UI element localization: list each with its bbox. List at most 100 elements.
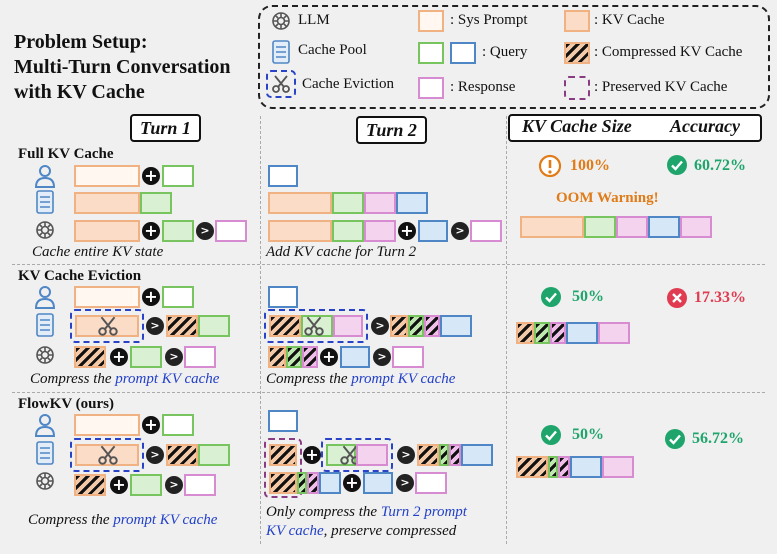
- kv-size-full: 100%: [570, 157, 610, 174]
- compressed-query-block: [286, 346, 302, 368]
- compressed-response-block: [307, 472, 319, 494]
- legend-box: [258, 5, 770, 109]
- legend-llm: LLM: [298, 12, 330, 28]
- response-block: [184, 346, 216, 368]
- eviction-frame: [321, 438, 393, 472]
- cache-pool-icon: [36, 313, 54, 337]
- row-title-flowkv: FlowKV (ours): [18, 396, 114, 412]
- kv-size-flowkv: 50%: [572, 426, 604, 443]
- plus-icon: +: [398, 222, 416, 240]
- eviction-frame: [70, 438, 144, 472]
- response-kv-block: [356, 444, 388, 466]
- query2-kv-block: [363, 472, 393, 494]
- compressed-kv-block: [166, 444, 198, 466]
- compressed-kv-block: [390, 315, 408, 337]
- check-icon: [541, 287, 561, 307]
- arrow-icon: >: [396, 474, 414, 492]
- caption-highlight: Turn 2 prompt: [380, 504, 467, 520]
- compressed-query-block: [297, 472, 307, 494]
- llm-icon: [36, 221, 54, 239]
- figure-title: Problem Setup: Multi-Turn Conversation w…: [14, 30, 231, 105]
- plus-icon: +: [343, 474, 361, 492]
- scissors-icon: [98, 316, 118, 336]
- accuracy-eviction: 17.33%: [694, 289, 746, 306]
- scissors-icon: [272, 75, 290, 93]
- query-kv-block: [130, 474, 162, 496]
- legend-preserved-kv: : Preserved KV Cache: [594, 79, 728, 95]
- compressed-query-block: [534, 322, 550, 344]
- query-kv-block: [332, 220, 364, 242]
- query-kv-block: [198, 444, 230, 466]
- legend-query: : Query: [482, 44, 528, 60]
- llm-icon: [36, 472, 54, 490]
- response-block: [470, 220, 502, 242]
- response-kv-block: [680, 216, 712, 238]
- query-block: [268, 286, 298, 308]
- caption-highlight: prompt KV cache: [113, 512, 218, 528]
- column-divider-1: [260, 116, 261, 544]
- sys-prompt-block: [74, 165, 140, 187]
- plus-icon: +: [110, 348, 128, 366]
- column-divider-2: [506, 116, 507, 544]
- arrow-icon: >: [196, 222, 214, 240]
- oom-warning: OOM Warning!: [556, 190, 659, 206]
- arrow-icon: >: [146, 317, 164, 335]
- header-turn-1: Turn 1: [130, 114, 201, 142]
- compressed-response-block: [302, 346, 318, 368]
- plus-icon: +: [142, 167, 160, 185]
- caption-full-turn1: Cache entire KV state: [32, 244, 164, 260]
- compressed-response-block: [424, 315, 440, 337]
- compressed-kv-block: [268, 346, 286, 368]
- legend-query-blue-swatch: [450, 42, 476, 64]
- accuracy-full: 60.72%: [694, 157, 746, 174]
- response-kv-block: [364, 220, 396, 242]
- title-line-1: Problem Setup:: [14, 31, 148, 53]
- arrow-icon: >: [371, 317, 389, 335]
- caption-highlight: prompt KV cache: [351, 371, 456, 387]
- user-icon: [34, 165, 56, 188]
- legend-kv-swatch: [564, 10, 590, 32]
- arrow-icon: >: [165, 476, 183, 494]
- sys-prompt-block: [74, 286, 140, 308]
- warning-icon: [538, 154, 562, 178]
- header-metrics-frame: [508, 114, 762, 142]
- preserved-frame: [264, 438, 302, 498]
- compressed-response-block: [558, 456, 570, 478]
- caption-eviction-turn1: Compress the prompt KV cache: [30, 371, 219, 388]
- legend-kv-cache: : KV Cache: [594, 12, 665, 28]
- legend-compressed-kv: : Compressed KV Cache: [594, 44, 743, 60]
- response-block: [415, 472, 447, 494]
- response-kv-block: [602, 456, 634, 478]
- kv-size-eviction: 50%: [572, 288, 604, 305]
- compressed-kv-block: [269, 315, 301, 337]
- caption-text: Compress the: [28, 512, 114, 528]
- title-line-3: with KV Cache: [14, 81, 145, 103]
- caption-text: Only compress the: [266, 504, 381, 520]
- response-block: [392, 346, 424, 368]
- accuracy-flowkv: 56.72%: [692, 430, 744, 447]
- sys-prompt-block: [74, 414, 140, 436]
- kv-block: [268, 220, 332, 242]
- caption-flowkv-turn2: Only compress the Turn 2 prompt KV cache…: [266, 503, 467, 541]
- query2-kv-block: [648, 216, 680, 238]
- legend-preserved-swatch: [564, 76, 590, 100]
- check-icon: [665, 429, 685, 449]
- caption-full-turn2: Add KV cache for Turn 2: [266, 244, 417, 260]
- llm-icon: [272, 12, 290, 30]
- legend-sys-prompt: : Sys Prompt: [450, 12, 528, 28]
- compressed-kv-block: [166, 315, 198, 337]
- compressed-query-block: [439, 444, 449, 466]
- legend-cache-pool: Cache Pool: [298, 42, 367, 58]
- query2-kv-block: [396, 192, 428, 214]
- plus-icon: +: [142, 222, 160, 240]
- response-kv-block: [616, 216, 648, 238]
- legend-response: : Response: [450, 79, 516, 95]
- compressed-query-block: [548, 456, 558, 478]
- query2-kv-block: [418, 220, 448, 242]
- caption-text: , preserve compressed: [323, 523, 457, 539]
- cache-pool-icon: [272, 40, 290, 64]
- title-line-2: Multi-Turn Conversation: [14, 56, 231, 78]
- row-divider-2: [12, 392, 765, 393]
- caption-flowkv-turn1: Compress the prompt KV cache: [28, 512, 217, 529]
